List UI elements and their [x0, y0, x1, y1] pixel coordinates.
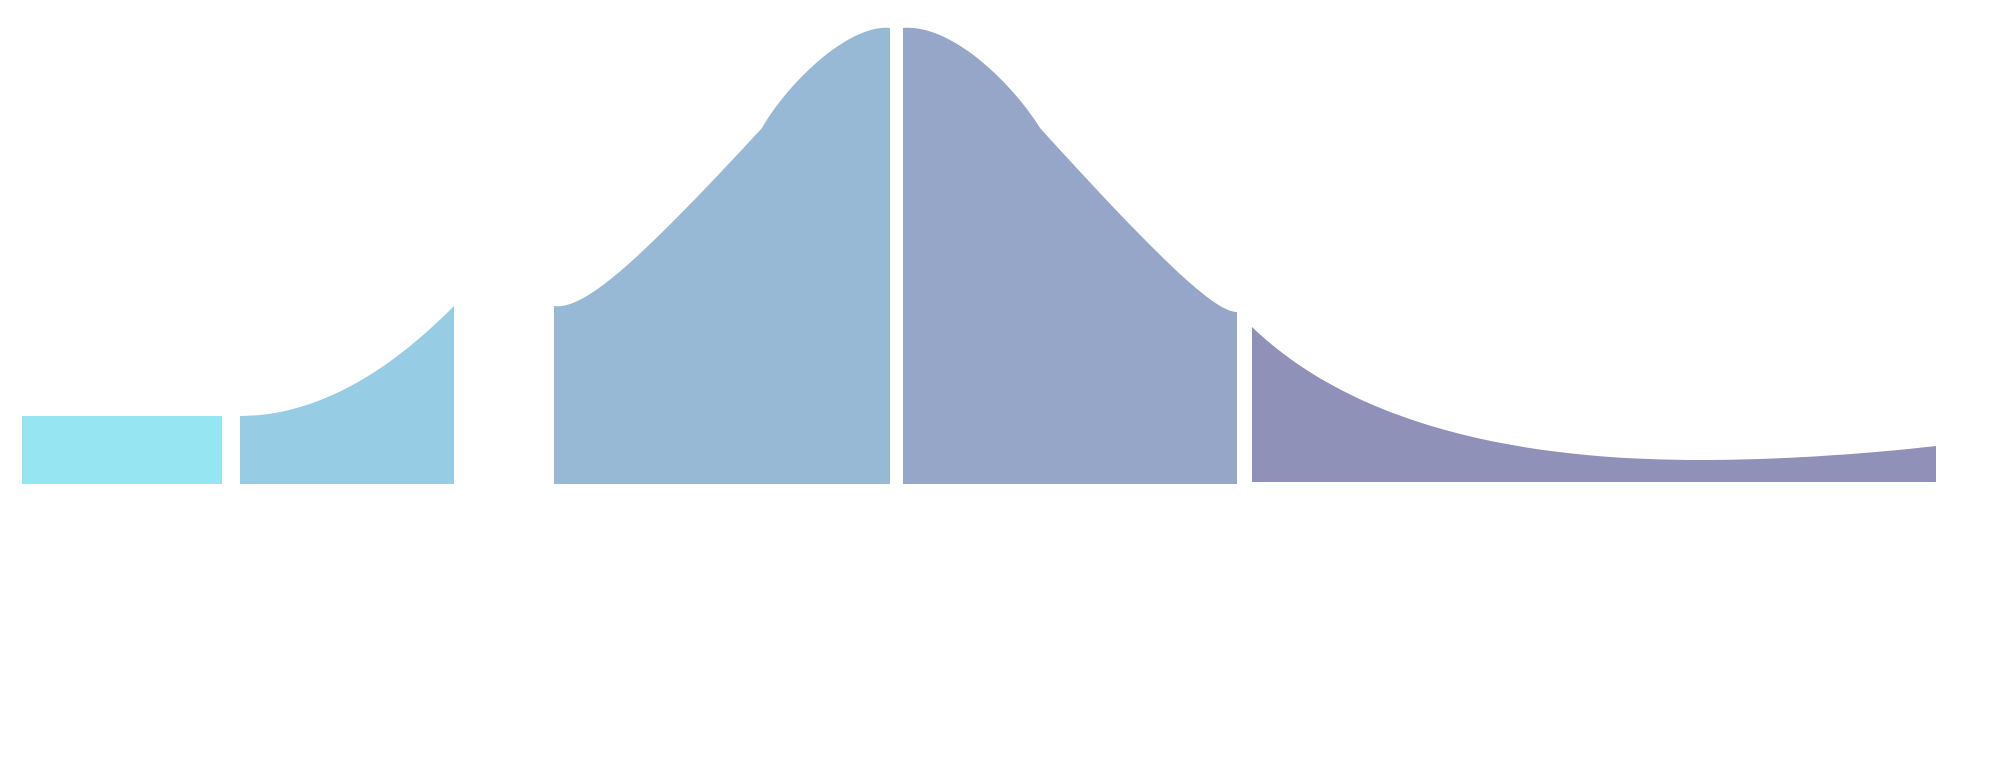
rising-curve-segment — [240, 306, 454, 484]
flat-bar-segment — [22, 416, 222, 484]
left-peak-segment — [554, 27, 890, 484]
right-peak-segment — [903, 27, 1237, 485]
tail-curve-segment — [1252, 327, 1936, 482]
